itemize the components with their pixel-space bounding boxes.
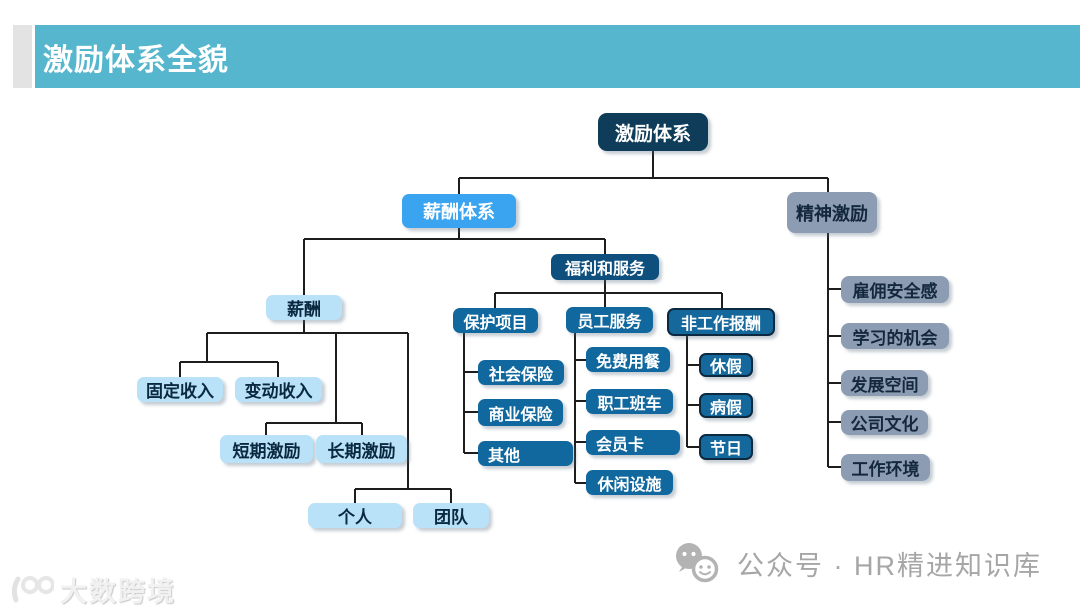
node-individual: 个人 [308, 503, 402, 528]
wechat-official-account-icon [676, 543, 719, 583]
node-sick-leave: 病假 [699, 393, 753, 418]
node-short-term-incentive: 短期激励 [220, 435, 313, 463]
header-bar: 激励体系全貌 [35, 25, 1080, 88]
credit-text: 公众号 · HR精进知识库 [737, 550, 1042, 581]
node-commercial-insurance: 商业保险 [478, 399, 563, 426]
node-membership-card: 会员卡 [586, 430, 680, 455]
node-non-work-rewards: 非工作报酬 [667, 308, 775, 336]
node-fixed-income: 固定收入 [137, 377, 223, 402]
node-protection-programs: 保护项目 [453, 308, 538, 333]
page-title: 激励体系全貌 [43, 43, 229, 77]
node-compensation-system: 薪酬体系 [402, 194, 516, 228]
node-work-environment: 工作环境 [841, 454, 930, 481]
node-long-term-incentive: 长期激励 [316, 435, 407, 463]
node-leisure-facilities: 休闲设施 [586, 470, 673, 495]
node-variable-income: 变动收入 [235, 377, 322, 402]
node-team: 团队 [413, 503, 489, 528]
watermark-logo-icon [11, 575, 54, 602]
node-free-meals: 免费用餐 [586, 347, 670, 372]
node-development-space: 发展空间 [841, 370, 928, 396]
node-learning-opportunities: 学习的机会 [841, 323, 949, 349]
node-company-culture: 公司文化 [841, 410, 928, 435]
node-holidays: 节日 [699, 434, 753, 460]
header-accent-bar [13, 25, 32, 88]
watermark: 大数跨境 [8, 570, 176, 608]
node-vacation: 休假 [699, 353, 753, 377]
node-job-security: 雇佣安全感 [841, 276, 949, 303]
credit: 公众号 · HR精进知识库 [672, 541, 1042, 585]
node-benefits-services: 福利和服务 [551, 254, 659, 280]
node-pay: 薪酬 [266, 295, 342, 320]
node-incentive-system: 激励体系 [598, 113, 708, 151]
watermark-text: 大数跨境 [60, 577, 176, 607]
node-social-insurance: 社会保险 [478, 360, 564, 385]
node-spiritual-incentive: 精神激励 [787, 192, 877, 233]
node-other: 其他 [478, 441, 573, 466]
node-staff-shuttle: 职工班车 [586, 389, 673, 414]
node-employee-services: 员工服务 [566, 307, 653, 333]
